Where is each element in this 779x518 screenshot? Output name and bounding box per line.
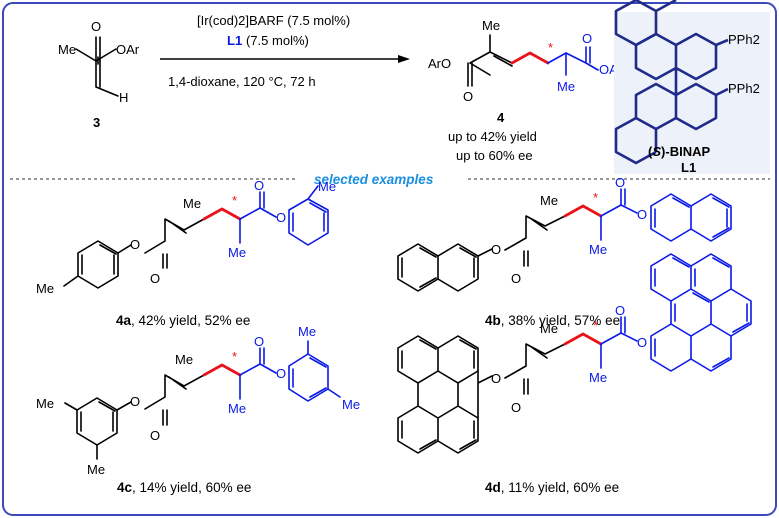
4c-stereo-mark: * [232, 349, 237, 364]
product-structure [467, 34, 599, 87]
4c-me-alkene: Me [175, 352, 193, 367]
caption-4b: 4b, 38% yield, 57% ee [485, 313, 620, 328]
4d-o-carbonyl: O [511, 400, 521, 415]
4d-stereo-mark: * [593, 318, 598, 333]
structure-4a [63, 185, 329, 289]
4c-me-alpha: Me [228, 401, 246, 416]
substrate-structure [75, 36, 119, 97]
ligand-ref: L1 [227, 33, 242, 48]
substrate-oar-label: OAr [116, 42, 140, 57]
4c-me-ring-top: Me [298, 324, 316, 339]
product-me-bottom-label: Me [557, 79, 575, 94]
product-stereocenter-mark: * [548, 40, 553, 55]
substrate-id: 3 [93, 115, 100, 130]
4c-me-ring-right: Me [342, 397, 360, 412]
caption-4a: 4a, 42% yield, 52% ee [116, 313, 250, 328]
pph2-bottom-label: PPh2 [728, 81, 760, 96]
4c-me-left: Me [36, 396, 54, 411]
4a-o-ether-right: O [276, 210, 286, 225]
4b-o-ether-right: O [637, 207, 647, 222]
4b-o-carbonyl: O [511, 271, 521, 286]
yield-text: up to 42% yield [448, 129, 537, 144]
product-me-top-label: Me [482, 18, 500, 33]
ligand-label: L1 [681, 160, 696, 175]
4a-o-carbonyl: O [150, 271, 160, 286]
pph2-top-label: PPh2 [728, 32, 760, 47]
caption-4d: 4d, 11% yield, 60% ee [485, 480, 619, 495]
4d-o-ether: O [491, 371, 501, 386]
4c-o-carbonyl-right: O [254, 334, 264, 349]
4a-stereo-mark: * [232, 193, 237, 208]
ligand-loading: (7.5 mol%) [246, 33, 309, 48]
structure-4b [397, 188, 732, 292]
4c-o-ether: O [130, 394, 140, 409]
4a-o-ether: O [130, 237, 140, 252]
binap-structure [614, 0, 729, 165]
ee-text: up to 60% ee [456, 148, 533, 163]
product-id: 4 [497, 110, 505, 125]
4a-me-alkene: Me [183, 196, 201, 211]
4b-me-alkene: Me [540, 193, 558, 208]
4d-o-carbonyl-right: O [615, 303, 625, 318]
product-o-left-label: O [463, 89, 473, 104]
product-aro-label: ArO [428, 56, 451, 71]
4d-me-alkene: Me [540, 321, 558, 336]
ligand-name: (S)-BINAP [648, 144, 710, 159]
4a-o-carbonyl-right: O [254, 178, 264, 193]
substrate-me-label: Me [58, 42, 76, 57]
4c-me-bottom: Me [87, 462, 105, 477]
4a-me-ring: Me [36, 281, 54, 296]
4b-stereo-mark: * [593, 190, 598, 205]
4b-o-carbonyl-right: O [615, 175, 625, 190]
substrate-o-label: O [91, 19, 101, 34]
structure-4c [64, 340, 341, 460]
product-o-right-label: O [582, 31, 592, 46]
4d-o-ether-right: O [637, 335, 647, 350]
structure-4d [397, 253, 752, 454]
4b-o-ether: O [491, 242, 501, 257]
4d-me-alpha: Me [589, 370, 607, 385]
4a-me-alpha: Me [228, 245, 246, 260]
4c-o-carbonyl: O [150, 428, 160, 443]
catalyst-text: [Ir(cod)2]BARF (7.5 mol%) [197, 13, 350, 28]
4b-me-alpha: Me [589, 242, 607, 257]
substrate-h-label: H [119, 90, 128, 105]
arrow-head-icon [398, 55, 410, 63]
4c-o-ether-right: O [276, 366, 286, 381]
section-title: selected examples [314, 172, 434, 187]
caption-4c: 4c, 14% yield, 60% ee [117, 480, 251, 495]
conditions-text: 1,4-dioxane, 120 °C, 72 h [168, 74, 316, 89]
4a-me-ring-right: Me [318, 179, 336, 194]
